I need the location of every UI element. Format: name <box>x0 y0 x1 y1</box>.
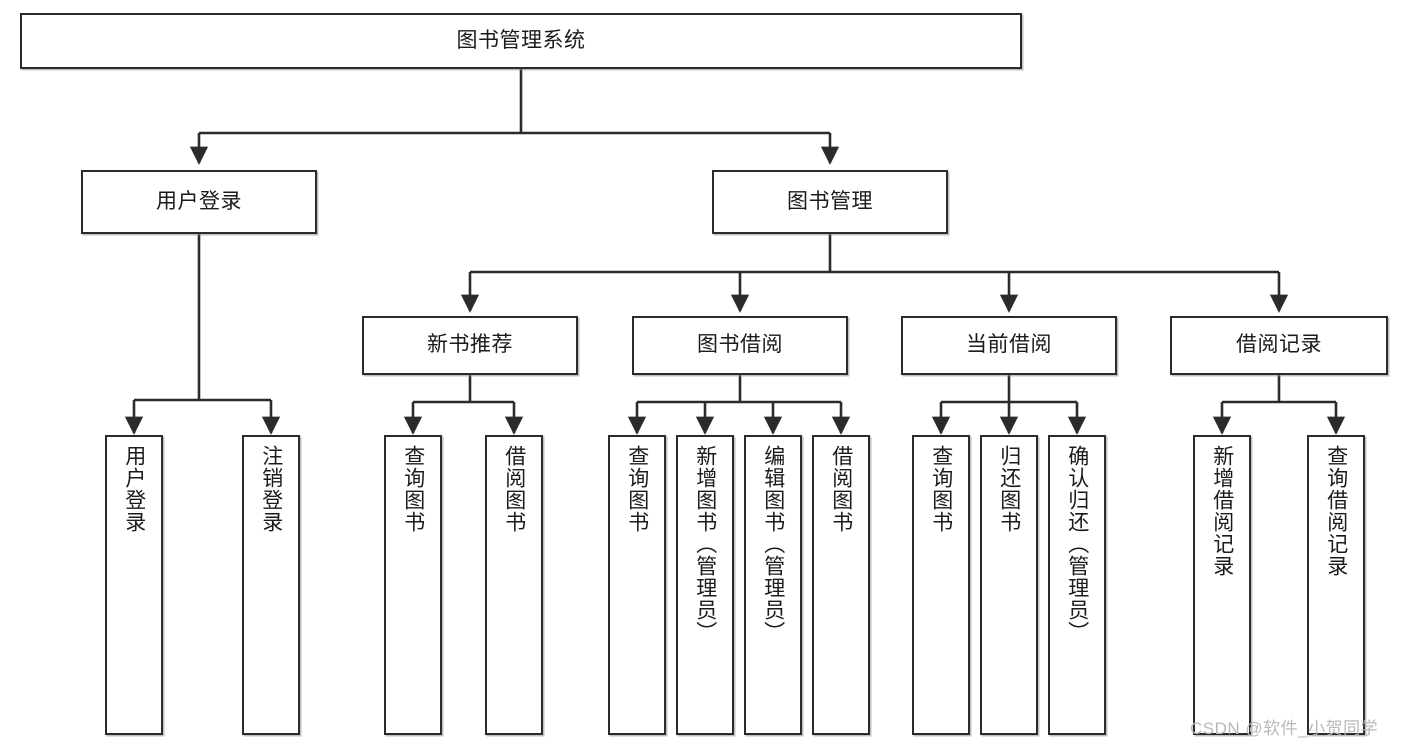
node-user-login[interactable]: 用户登录 <box>81 170 317 234</box>
node-book-borrow-label: 图书借阅 <box>697 333 783 357</box>
leaf-new-book-recommend-1[interactable]: 借阅图书 <box>485 435 543 735</box>
leaf-book-borrow-3[interactable]: 借阅图书 <box>812 435 870 735</box>
leaf-label: 借阅图书 <box>829 445 853 533</box>
node-borrow-record[interactable]: 借阅记录 <box>1170 316 1388 375</box>
leaf-label: 查询图书 <box>401 445 425 533</box>
node-root-label: 图书管理系统 <box>456 28 586 52</box>
leaf-user-login-0[interactable]: 用户登录 <box>105 435 163 735</box>
node-new-book-recommend-label: 新书推荐 <box>427 333 513 357</box>
leaf-label: 注销登录 <box>259 445 283 533</box>
leaf-label: 编辑图书（管理员） <box>761 445 785 643</box>
leaf-borrow-record-0[interactable]: 新增借阅记录 <box>1193 435 1251 735</box>
node-current-borrow-label: 当前借阅 <box>966 333 1052 357</box>
node-book-borrow[interactable]: 图书借阅 <box>632 316 848 375</box>
leaf-label: 确认归还（管理员） <box>1065 445 1089 643</box>
leaf-current-borrow-1[interactable]: 归还图书 <box>980 435 1038 735</box>
leaf-book-borrow-1[interactable]: 新增图书（管理员） <box>676 435 734 735</box>
node-current-borrow[interactable]: 当前借阅 <box>901 316 1117 375</box>
leaf-label: 借阅图书 <box>502 445 526 533</box>
leaf-label: 归还图书 <box>997 445 1021 533</box>
leaf-current-borrow-2[interactable]: 确认归还（管理员） <box>1048 435 1106 735</box>
leaf-user-login-1[interactable]: 注销登录 <box>242 435 300 735</box>
node-borrow-record-label: 借阅记录 <box>1236 333 1322 357</box>
leaf-book-borrow-2[interactable]: 编辑图书（管理员） <box>744 435 802 735</box>
leaf-borrow-record-1[interactable]: 查询借阅记录 <box>1307 435 1365 735</box>
leaf-label: 新增图书（管理员） <box>693 445 717 643</box>
node-book-manage[interactable]: 图书管理 <box>712 170 948 234</box>
leaf-label: 查询借阅记录 <box>1324 445 1348 577</box>
leaf-label: 查询图书 <box>929 445 953 533</box>
leaf-label: 新增借阅记录 <box>1210 445 1234 577</box>
node-new-book-recommend[interactable]: 新书推荐 <box>362 316 578 375</box>
leaf-label: 查询图书 <box>625 445 649 533</box>
node-book-manage-label: 图书管理 <box>787 189 873 213</box>
leaf-new-book-recommend-0[interactable]: 查询图书 <box>384 435 442 735</box>
node-root[interactable]: 图书管理系统 <box>20 13 1022 69</box>
leaf-book-borrow-0[interactable]: 查询图书 <box>608 435 666 735</box>
leaf-label: 用户登录 <box>122 445 146 533</box>
node-user-login-label: 用户登录 <box>156 189 242 213</box>
leaf-current-borrow-0[interactable]: 查询图书 <box>912 435 970 735</box>
csdn-watermark: CSDN @软件_小贺同学 <box>1190 719 1379 738</box>
